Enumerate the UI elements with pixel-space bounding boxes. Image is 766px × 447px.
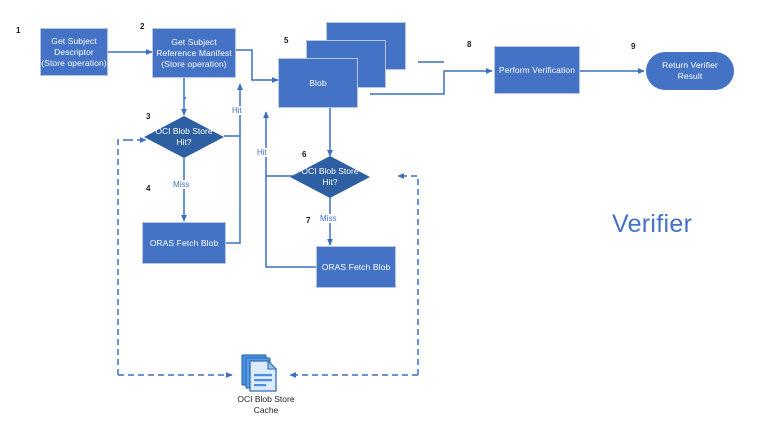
cache-caption-line2: Cache: [253, 405, 279, 415]
step-number-8: 8: [467, 40, 472, 49]
node-1-line2: Descriptor: [54, 46, 94, 57]
node-1-line3: (Store operation): [41, 57, 107, 68]
node-4-label: ORAS Fetch Blob: [149, 237, 219, 248]
step-number-4: 4: [146, 184, 151, 193]
decision-1-line1: OCI Blob Store: [155, 126, 213, 136]
node-2-line3: (Store operation): [161, 58, 227, 69]
node-return-verifier-result[interactable]: Return Verifier Result: [646, 52, 734, 90]
node-oras-fetch-blob-2[interactable]: ORAS Fetch Blob: [316, 246, 396, 288]
edge-label-hit-1: Hit: [231, 106, 243, 115]
node-5-label: Blob: [309, 77, 327, 88]
step-number-1: 1: [16, 26, 21, 35]
step-number-3: 3: [146, 112, 151, 121]
decision-oci-blob-store-hit-1[interactable]: OCI Blob Store Hit?: [144, 116, 224, 158]
node-8-label: Perform Verification: [498, 64, 576, 75]
decision-2-line2: Hit?: [322, 177, 338, 187]
edge-label-hit-2: Hit: [256, 148, 268, 157]
decision-1-text: OCI Blob Store Hit?: [144, 116, 224, 158]
step-number-5: 5: [284, 36, 289, 45]
node-2-line1: Get Subject: [171, 36, 217, 47]
node-blob[interactable]: Blob: [278, 58, 358, 108]
edge-label-miss-2: Miss: [319, 214, 338, 223]
node-1-line1: Get Subject: [51, 35, 97, 46]
node-get-subject-reference-manifest[interactable]: Get Subject Reference Manifest (Store op…: [152, 28, 236, 78]
decision-1-line2: Hit?: [176, 137, 192, 147]
step-number-6: 6: [302, 150, 307, 159]
decision-oci-blob-store-hit-2[interactable]: OCI Blob Store Hit?: [290, 156, 370, 198]
edge-label-miss-1: Miss: [172, 180, 191, 189]
cache-caption-line1: OCI Blob Store: [237, 394, 295, 404]
page-title: Verifier: [612, 210, 693, 238]
step-number-9: 9: [631, 42, 636, 51]
decision-2-line1: OCI Blob Store: [301, 166, 359, 176]
node-9-line2: Result: [677, 71, 703, 81]
cache-caption: OCI Blob Store Cache: [206, 394, 326, 416]
node-perform-verification[interactable]: Perform Verification: [494, 46, 580, 94]
decision-2-text: OCI Blob Store Hit?: [290, 156, 370, 198]
documents-stack-icon: [236, 352, 286, 394]
step-number-2: 2: [140, 22, 145, 31]
node-get-subject-descriptor[interactable]: Get Subject Descriptor (Store operation): [40, 28, 108, 76]
step-number-7: 7: [306, 216, 311, 225]
node-7-label: ORAS Fetch Blob: [321, 261, 391, 272]
node-9-line1: Return Verifier: [662, 60, 718, 70]
node-2-line2: Reference Manifest: [156, 47, 232, 58]
node-oras-fetch-blob-1[interactable]: ORAS Fetch Blob: [142, 222, 226, 264]
